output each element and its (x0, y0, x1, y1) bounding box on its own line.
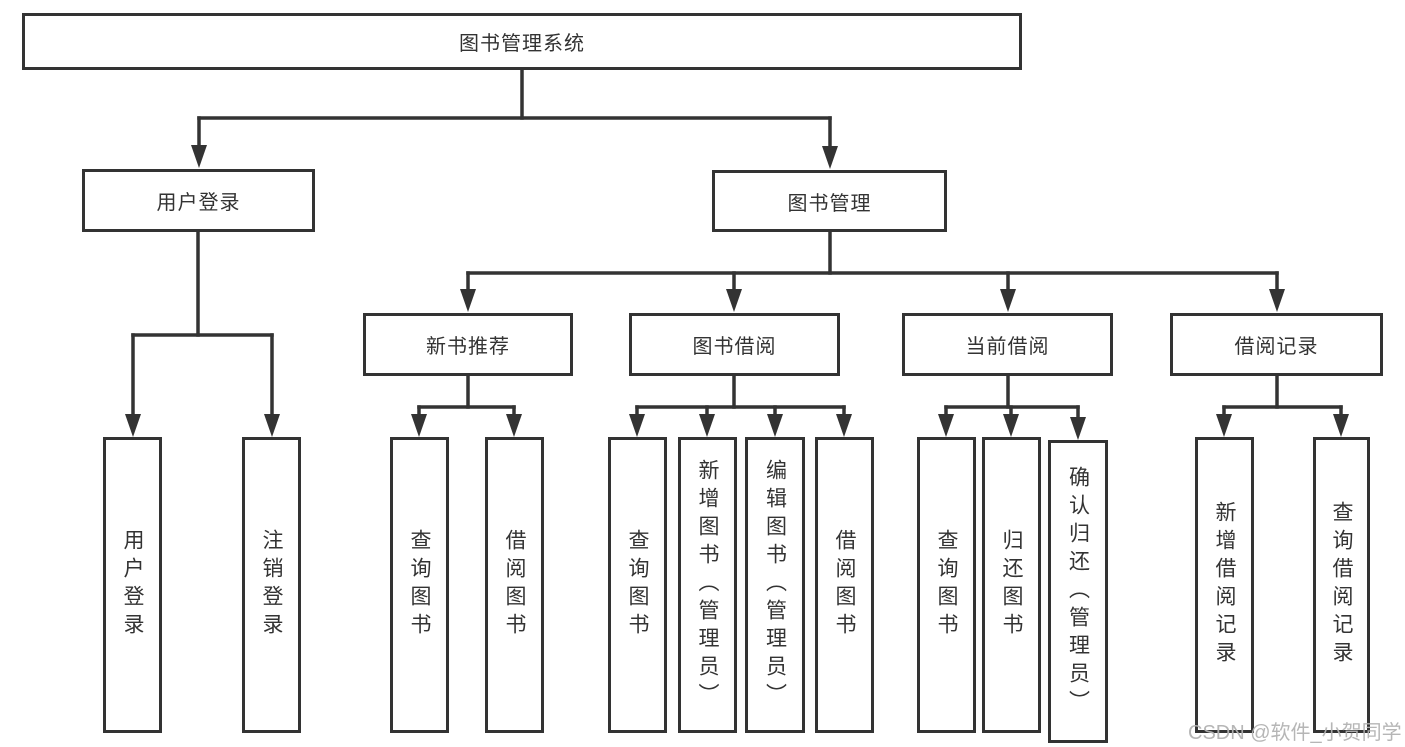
leaf-add-borrow-record-label: 新增借阅记录 (1213, 501, 1236, 669)
leaf-user-login: 用户登录 (103, 437, 162, 733)
leaf-return-books-label: 归还图书 (1000, 529, 1023, 641)
leaf-logout-label: 注销登录 (260, 529, 283, 641)
node-new-book-recommend: 新书推荐 (363, 313, 573, 376)
leaf-query-borrow-record: 查询借阅记录 (1313, 437, 1370, 733)
leaf-return-books: 归还图书 (982, 437, 1041, 733)
leaf-add-borrow-record: 新增借阅记录 (1195, 437, 1254, 733)
leaf-query-books-current: 查询图书 (917, 437, 976, 733)
leaf-add-books-admin-label: 新增图书（管理员） (696, 459, 719, 711)
node-borrow-records-label: 借阅记录 (1234, 336, 1319, 358)
node-current-borrow: 当前借阅 (902, 313, 1113, 376)
leaf-query-books-recommend-label: 查询图书 (408, 529, 431, 641)
leaf-query-books-borrow-label: 查询图书 (626, 529, 649, 641)
leaf-confirm-return-admin: 确认归还（管理员） (1048, 440, 1108, 743)
csdn-watermark: CSDN @软件_小贺同学 (1188, 722, 1402, 744)
leaf-borrow-books-label: 借阅图书 (833, 529, 856, 641)
node-root: 图书管理系统 (22, 13, 1022, 70)
leaf-query-books-recommend: 查询图书 (390, 437, 449, 733)
node-book-borrow-label: 图书借阅 (692, 336, 777, 358)
leaf-query-borrow-record-label: 查询借阅记录 (1330, 501, 1353, 669)
node-current-borrow-label: 当前借阅 (965, 336, 1050, 358)
node-user-login: 用户登录 (82, 169, 315, 232)
leaf-confirm-return-admin-label: 确认归还（管理员） (1066, 465, 1090, 718)
node-book-management: 图书管理 (712, 170, 947, 232)
leaf-borrow-books-recommend-label: 借阅图书 (503, 529, 526, 641)
leaf-logout: 注销登录 (242, 437, 301, 733)
leaf-edit-books-admin-label: 编辑图书（管理员） (763, 459, 787, 711)
leaf-user-login-label: 用户登录 (121, 529, 144, 641)
node-book-management-label: 图书管理 (787, 192, 872, 215)
arrowhead-group (125, 145, 1349, 440)
leaf-borrow-books: 借阅图书 (815, 437, 874, 733)
leaf-query-books-current-label: 查询图书 (935, 529, 958, 641)
node-root-label: 图书管理系统 (459, 33, 585, 55)
node-borrow-records: 借阅记录 (1170, 313, 1383, 376)
node-user-login-label: 用户登录 (156, 192, 241, 214)
leaf-edit-books-admin: 编辑图书（管理员） (745, 437, 805, 733)
node-book-borrow: 图书借阅 (629, 313, 840, 376)
node-new-book-recommend-label: 新书推荐 (426, 336, 510, 358)
leaf-query-books-borrow: 查询图书 (608, 437, 667, 733)
leaf-borrow-books-recommend: 借阅图书 (485, 437, 544, 733)
leaf-add-books-admin: 新增图书（管理员） (678, 437, 737, 733)
